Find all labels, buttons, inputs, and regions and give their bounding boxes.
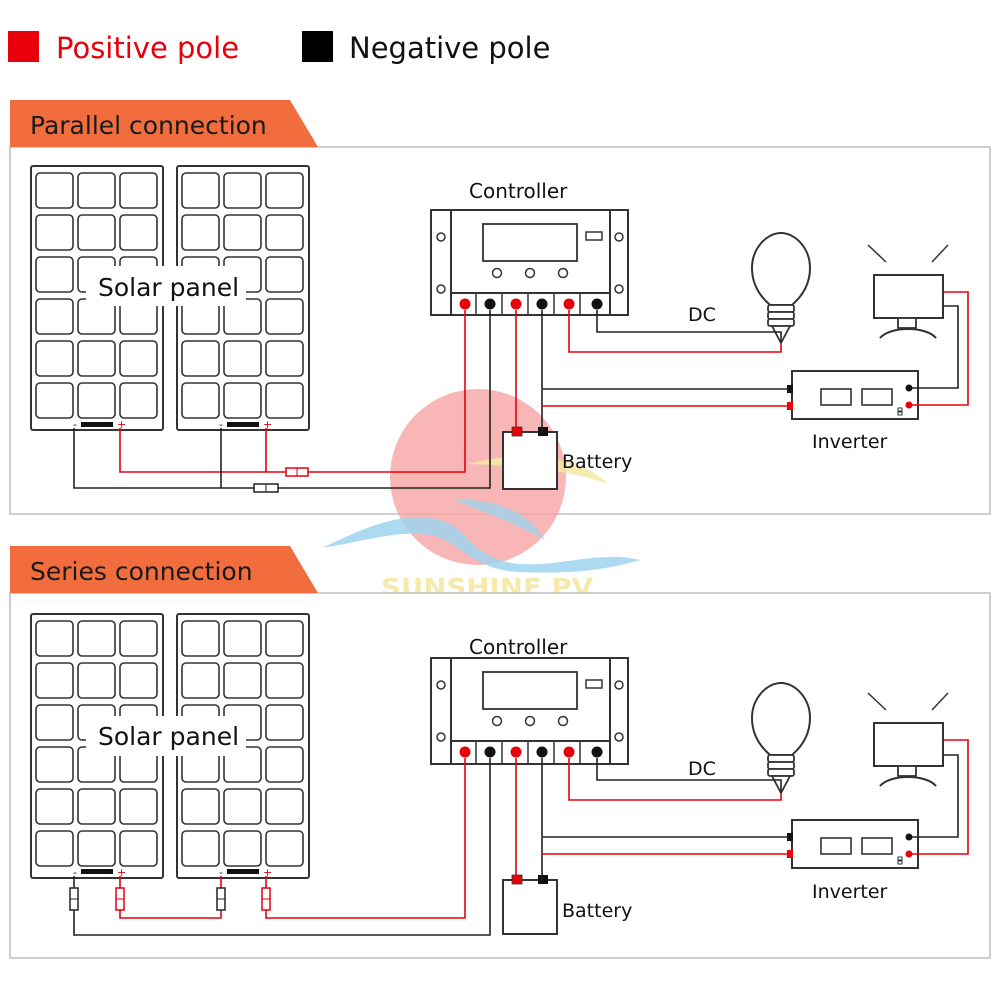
panel-label-backdrop bbox=[86, 266, 246, 306]
series-panel-label: Solar panel bbox=[98, 722, 239, 751]
watermark-wave-1 bbox=[322, 517, 640, 573]
positive-pole-swatch bbox=[8, 31, 39, 62]
negative-pole-label: Negative pole bbox=[349, 31, 550, 65]
watermark-wave-2 bbox=[455, 499, 545, 540]
terminal-negative bbox=[591, 746, 603, 758]
dc-label-2: DC bbox=[688, 758, 716, 780]
series-title-tab bbox=[10, 546, 318, 593]
light-bulb-icon bbox=[750, 681, 812, 795]
dc-label-1: DC bbox=[688, 304, 716, 326]
monitor-icon bbox=[867, 692, 949, 787]
parallel-title-tab bbox=[10, 100, 318, 147]
controller-display bbox=[482, 223, 578, 262]
terminal-negative bbox=[536, 298, 548, 310]
terminal-positive bbox=[510, 298, 522, 310]
inverter-2 bbox=[787, 819, 919, 869]
terminal-positive bbox=[459, 298, 471, 310]
controller-button bbox=[491, 715, 503, 727]
series-title: Series connection bbox=[30, 557, 253, 586]
controller-display bbox=[482, 671, 578, 710]
parallel-section: Parallel connection - + bbox=[9, 100, 991, 602]
battery-1-label: Battery bbox=[562, 451, 632, 473]
panel-1-plus: + bbox=[117, 418, 126, 431]
battery-1 bbox=[502, 426, 558, 490]
panel-3-plus: + bbox=[117, 866, 126, 879]
panel-3-minus: - bbox=[73, 866, 77, 879]
controller-button bbox=[524, 267, 536, 279]
legend: Positive pole Negative pole bbox=[8, 31, 550, 65]
panel-2-plus: + bbox=[263, 418, 272, 431]
controller-button bbox=[491, 267, 503, 279]
terminal-negative bbox=[536, 746, 548, 758]
controller-2 bbox=[430, 657, 629, 765]
panel-4-plus: + bbox=[263, 866, 272, 879]
series-frame bbox=[9, 592, 991, 959]
controller-1-label: Controller bbox=[469, 179, 568, 203]
parallel-title: Parallel connection bbox=[30, 111, 267, 140]
positive-pole-label: Positive pole bbox=[56, 31, 239, 65]
controller-button bbox=[524, 715, 536, 727]
terminal-negative bbox=[484, 746, 496, 758]
battery-2 bbox=[502, 874, 558, 935]
controller-1 bbox=[430, 209, 629, 316]
terminal-positive bbox=[563, 298, 575, 310]
terminal-positive bbox=[563, 746, 575, 758]
panel-1-minus: - bbox=[73, 418, 77, 431]
series-section: Series connection - + bbox=[9, 546, 991, 959]
controller-2-label: Controller bbox=[469, 635, 568, 659]
terminal-positive bbox=[459, 746, 471, 758]
controller-button bbox=[557, 715, 569, 727]
panel-label-backdrop bbox=[86, 716, 246, 756]
negative-pole-swatch bbox=[302, 31, 333, 62]
terminal-negative bbox=[591, 298, 603, 310]
parallel-panel-label: Solar panel bbox=[98, 273, 239, 302]
terminal-positive bbox=[510, 746, 522, 758]
inverter-2-label: Inverter bbox=[812, 881, 888, 903]
panel-2-minus: - bbox=[219, 418, 223, 431]
controller-button bbox=[557, 267, 569, 279]
monitor-icon bbox=[867, 244, 949, 339]
light-bulb-icon bbox=[750, 231, 812, 345]
panel-4-minus: - bbox=[219, 866, 223, 879]
parallel-wires bbox=[73, 291, 969, 489]
inverter-1-label: Inverter bbox=[812, 431, 888, 453]
terminal-negative bbox=[484, 298, 496, 310]
battery-2-label: Battery bbox=[562, 900, 632, 922]
inverter-1 bbox=[787, 370, 919, 420]
